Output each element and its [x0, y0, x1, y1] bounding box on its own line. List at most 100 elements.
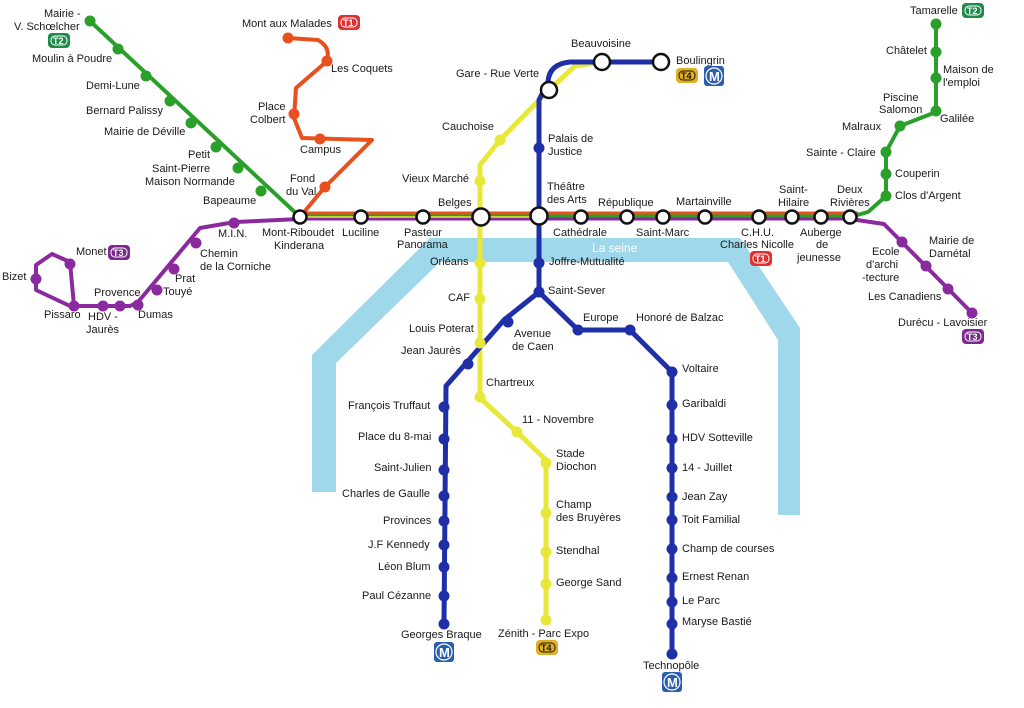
- label-technopole[interactable]: Technopôle: [643, 660, 699, 672]
- label-chartreux[interactable]: Chartreux: [486, 377, 535, 389]
- label-jean-jaures[interactable]: Jean Jaurès: [401, 345, 461, 357]
- label-place-colbert[interactable]: Place: [258, 101, 286, 113]
- station-dot-metro[interactable]: [666, 543, 678, 555]
- station-dot-metro[interactable]: [666, 491, 678, 503]
- station-dot-metro[interactable]: [666, 572, 678, 584]
- station-dot-t3[interactable]: [168, 263, 180, 275]
- label-chu[interactable]: C.H.U.: [741, 227, 774, 239]
- label-bernard-palissy[interactable]: Bernard Palissy: [86, 105, 164, 117]
- station-dot-t1[interactable]: [282, 32, 294, 44]
- label-theatre-des-arts[interactable]: Théâtre: [547, 181, 585, 193]
- station-dot-t1[interactable]: [314, 133, 326, 145]
- station-dot-t4[interactable]: [540, 507, 552, 519]
- station-dot-metro[interactable]: [438, 561, 450, 573]
- label-clos-argent[interactable]: Clos d'Argent: [895, 190, 961, 202]
- station-dot-t4[interactable]: [540, 457, 552, 469]
- station-dot-metro[interactable]: [533, 142, 545, 154]
- station-dot-t4[interactable]: [474, 175, 486, 187]
- label-durecu-lavoisier[interactable]: Durécu - Lavoisier: [898, 317, 988, 329]
- label-bapeaume[interactable]: Bapeaume: [203, 195, 256, 207]
- station-dot-t2[interactable]: [930, 46, 942, 58]
- station-dot-metro[interactable]: [666, 618, 678, 630]
- label-saint-julien[interactable]: Saint-Julien: [374, 462, 431, 474]
- label-mairie-schoelcher[interactable]: Mairie -: [44, 8, 81, 20]
- station-dot-metro[interactable]: [533, 257, 545, 269]
- station-dot-t3[interactable]: [114, 300, 126, 312]
- label-les-canadiens[interactable]: Les Canadiens: [868, 291, 942, 303]
- label-maryse-bastie[interactable]: Maryse Bastié: [682, 616, 752, 628]
- station-dot-metro[interactable]: [666, 433, 678, 445]
- label-saint-hilaire[interactable]: Saint-: [779, 184, 808, 196]
- station-dot-metro[interactable]: [572, 324, 584, 336]
- label-charles-de-gaulle[interactable]: Charles de Gaulle: [342, 488, 430, 500]
- interchange-station-ring[interactable]: [697, 209, 713, 225]
- label-luciline[interactable]: Luciline: [342, 227, 379, 239]
- label-honore-balzac[interactable]: Honoré de Balzac: [636, 312, 724, 324]
- label-fond-du-val[interactable]: Fond: [290, 173, 315, 185]
- label-leon-blum[interactable]: Léon Blum: [378, 561, 431, 573]
- station-dot-metro[interactable]: [666, 399, 678, 411]
- interchange-station-ring[interactable]: [353, 209, 369, 225]
- station-dot-t4[interactable]: [494, 134, 506, 146]
- station-dot-t2[interactable]: [164, 95, 176, 107]
- label-avenue-de-caen[interactable]: Avenue: [514, 328, 551, 340]
- label-hdv-sotteville[interactable]: HDV Sotteville: [682, 432, 753, 444]
- label-bizet[interactable]: Bizet: [2, 271, 26, 283]
- label-chatelet[interactable]: Châtelet: [886, 45, 927, 57]
- label-stendhal[interactable]: Stendhal: [556, 545, 599, 557]
- interchange-station-ring[interactable]: [292, 209, 308, 225]
- label-piscine-salomon[interactable]: Piscine: [883, 92, 918, 104]
- label-maison-emploi[interactable]: Maison de: [943, 64, 994, 76]
- station-dot-metro[interactable]: [666, 462, 678, 474]
- label-chemin-corniche[interactable]: Chemin: [200, 248, 238, 260]
- label-galilee[interactable]: Galilée: [940, 113, 974, 125]
- station-dot-metro[interactable]: [462, 358, 474, 370]
- label-mairie-deville[interactable]: Mairie de Déville: [104, 126, 185, 138]
- label-mairie-darnetal[interactable]: Mairie de: [929, 235, 974, 247]
- label-demi-lune[interactable]: Demi-Lune: [86, 80, 140, 92]
- station-dot-t3[interactable]: [896, 236, 908, 248]
- station-dot-t3[interactable]: [228, 217, 240, 229]
- label-provence[interactable]: Provence: [94, 287, 140, 299]
- interchange-station-ring[interactable]: [651, 52, 671, 72]
- station-dot-t2[interactable]: [894, 120, 906, 132]
- station-dot-metro[interactable]: [438, 464, 450, 476]
- station-dot-metro[interactable]: [666, 514, 678, 526]
- station-dot-metro[interactable]: [438, 401, 450, 413]
- station-dot-t2[interactable]: [930, 105, 942, 117]
- interchange-station-ring[interactable]: [529, 206, 549, 226]
- station-dot-t2[interactable]: [210, 141, 222, 153]
- station-dot-t3[interactable]: [68, 300, 80, 312]
- label-min[interactable]: M.I.N.: [218, 228, 247, 240]
- label-paul-cezanne[interactable]: Paul Cézanne: [362, 590, 431, 602]
- label-george-sand[interactable]: George Sand: [556, 577, 621, 589]
- interchange-station-ring[interactable]: [573, 209, 589, 225]
- label-11-novembre[interactable]: 11 - Novembre: [522, 414, 594, 426]
- station-dot-metro[interactable]: [438, 539, 450, 551]
- station-dot-metro[interactable]: [438, 618, 450, 630]
- label-caf[interactable]: CAF: [448, 292, 470, 304]
- station-dot-t1[interactable]: [321, 55, 333, 67]
- label-saint-sever[interactable]: Saint-Sever: [548, 285, 606, 297]
- label-louis-poterat[interactable]: Louis Poterat: [409, 323, 474, 335]
- station-dot-metro[interactable]: [666, 366, 678, 378]
- station-dot-metro[interactable]: [666, 596, 678, 608]
- label-sainte-claire[interactable]: Sainte - Claire: [806, 147, 876, 159]
- label-joffre[interactable]: Joffre-Mutualité: [549, 256, 625, 268]
- station-dot-t2[interactable]: [880, 146, 892, 158]
- label-auberge[interactable]: Auberge: [800, 227, 842, 239]
- interchange-station-ring[interactable]: [471, 207, 491, 227]
- interchange-station-ring[interactable]: [842, 209, 858, 225]
- interchange-station-ring[interactable]: [784, 209, 800, 225]
- station-dot-t2[interactable]: [880, 190, 892, 202]
- label-voltaire[interactable]: Voltaire: [682, 363, 719, 375]
- station-dot-t3[interactable]: [132, 299, 144, 311]
- interchange-station-ring[interactable]: [619, 209, 635, 225]
- station-dot-t3[interactable]: [97, 300, 109, 312]
- station-dot-metro[interactable]: [438, 433, 450, 445]
- label-champ-bruyeres[interactable]: Champ: [556, 499, 591, 511]
- label-les-coquets[interactable]: Les Coquets: [331, 63, 393, 75]
- station-dot-metro[interactable]: [666, 648, 678, 660]
- station-dot-t2[interactable]: [185, 117, 197, 129]
- station-dot-t2[interactable]: [84, 15, 96, 27]
